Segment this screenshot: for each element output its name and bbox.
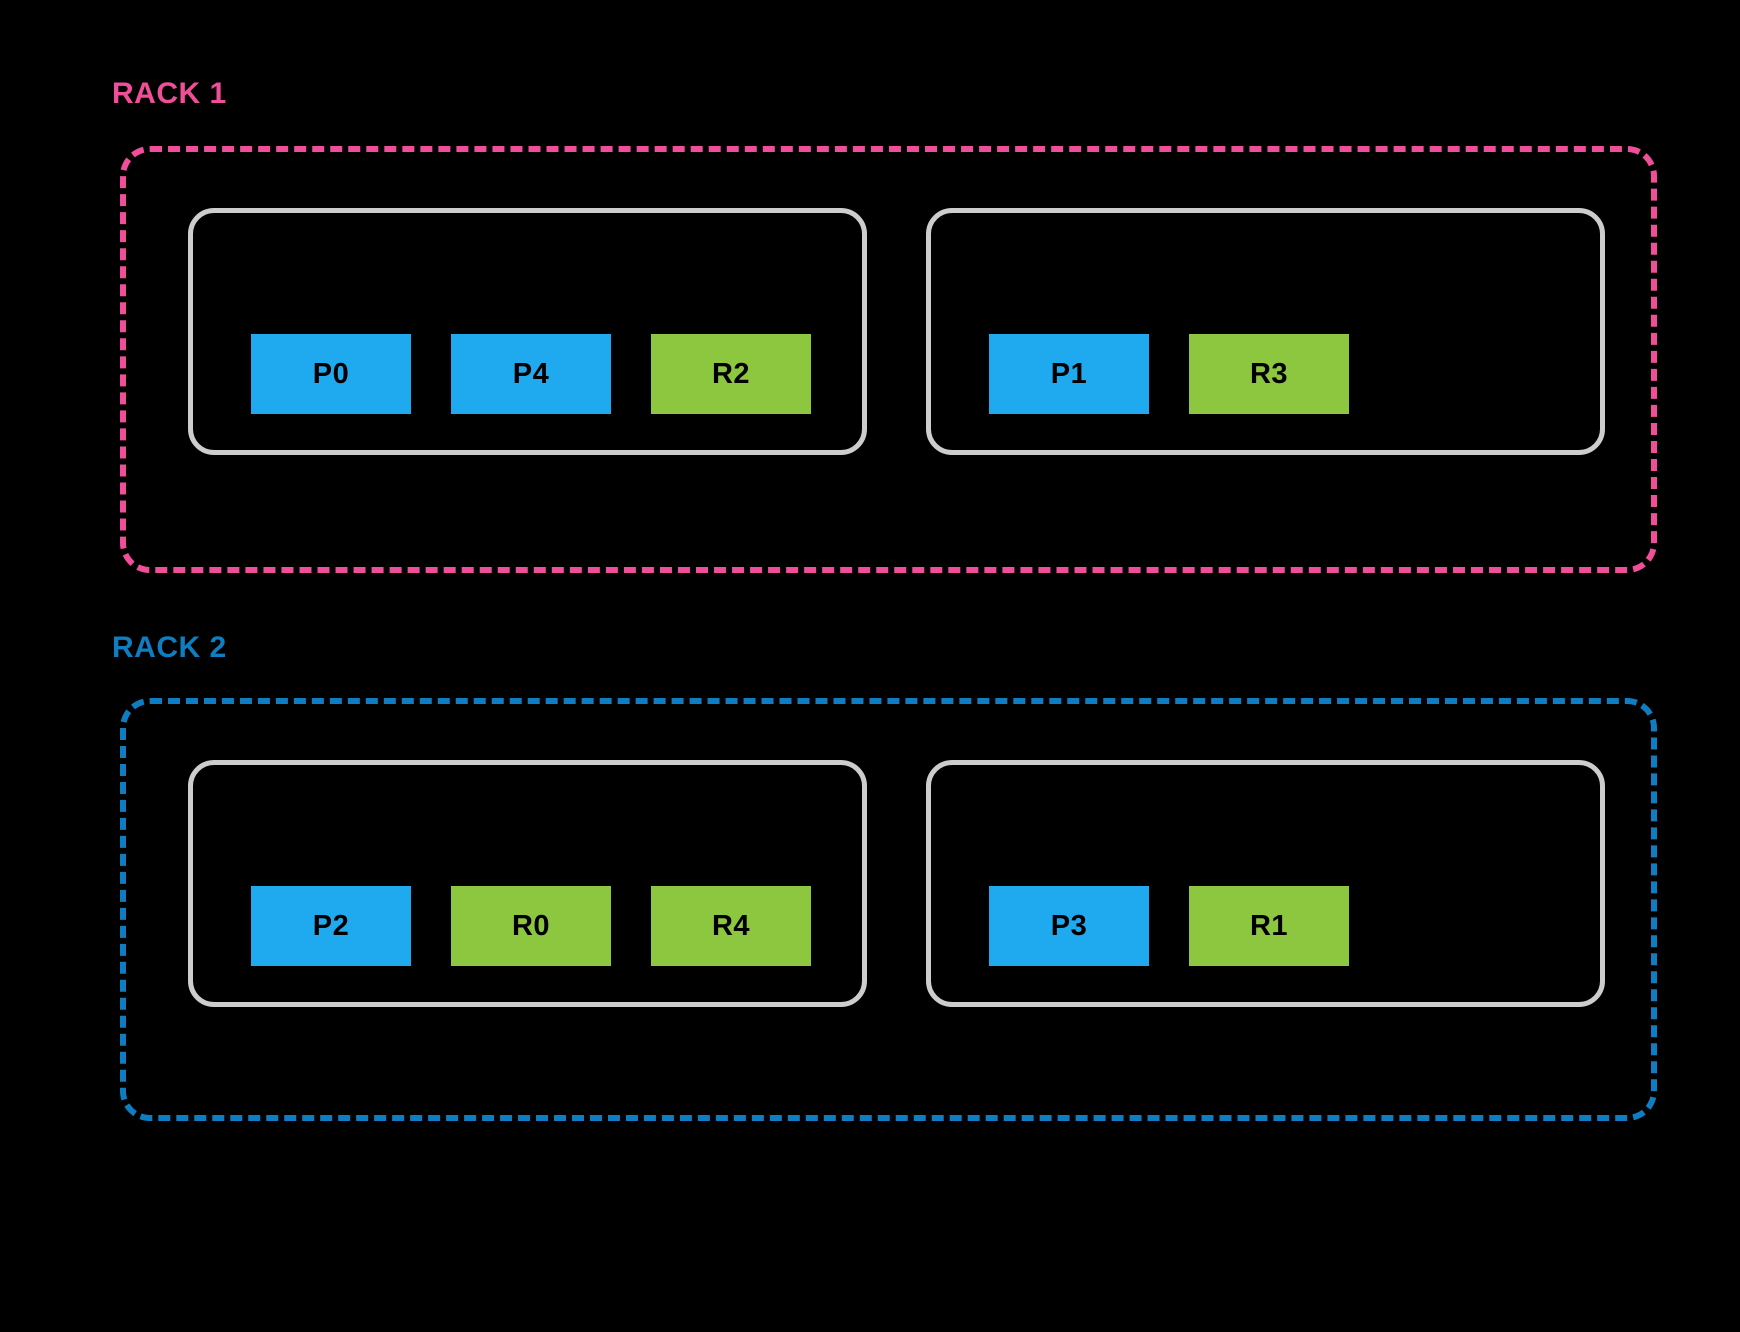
block-p4[interactable]: P4 (451, 334, 611, 414)
node-box-rack1-node1: P0 P4 R2 (188, 208, 867, 455)
block-row-rack2-node1: P2 R0 R4 (251, 886, 811, 966)
block-row-rack2-node2: P3 R1 (989, 886, 1349, 966)
block-p3[interactable]: P3 (989, 886, 1149, 966)
block-r4[interactable]: R4 (651, 886, 811, 966)
node-box-rack2-node2: P3 R1 (926, 760, 1605, 1007)
block-p0[interactable]: P0 (251, 334, 411, 414)
block-r0[interactable]: R0 (451, 886, 611, 966)
node-box-rack1-node2: P1 R3 (926, 208, 1605, 455)
block-r2[interactable]: R2 (651, 334, 811, 414)
node-box-rack2-node1: P2 R0 R4 (188, 760, 867, 1007)
rack-label-rack-2: RACK 2 (112, 631, 227, 664)
rack-label-rack-1: RACK 1 (112, 77, 227, 110)
rack-container-rack-1: P0 P4 R2 P1 R3 (120, 146, 1657, 573)
block-r1[interactable]: R1 (1189, 886, 1349, 966)
block-p1[interactable]: P1 (989, 334, 1149, 414)
block-r3[interactable]: R3 (1189, 334, 1349, 414)
block-row-rack1-node1: P0 P4 R2 (251, 334, 811, 414)
rack-container-rack-2: P2 R0 R4 P3 R1 (120, 698, 1657, 1121)
block-p2[interactable]: P2 (251, 886, 411, 966)
block-row-rack1-node2: P1 R3 (989, 334, 1349, 414)
